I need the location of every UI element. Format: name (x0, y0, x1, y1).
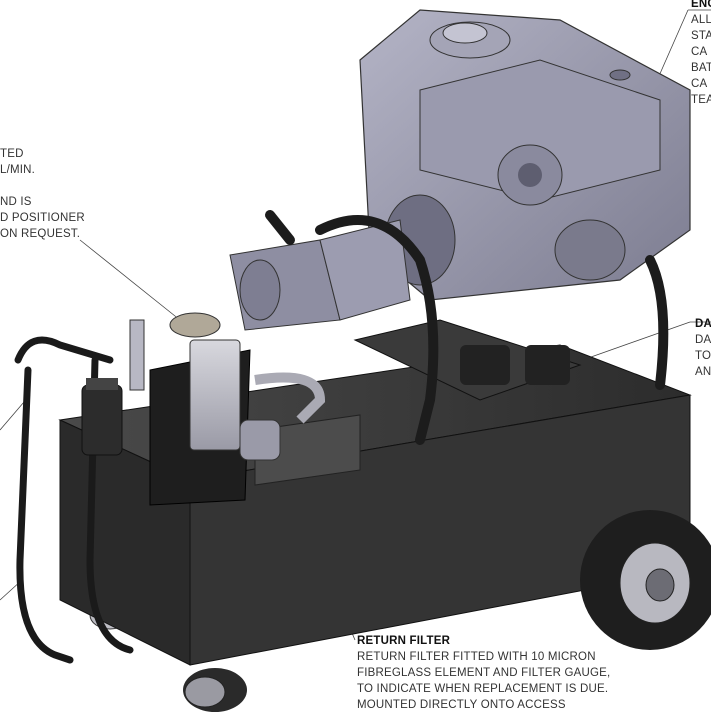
callout-pump: TED L/MIN. ND IS D POSITIONER ON REQUEST… (0, 146, 110, 242)
callout-pump-line: D POSITIONER (0, 212, 85, 224)
callout-engine-line: ALL (691, 14, 711, 26)
callout-engine-line: STA (691, 30, 711, 42)
petrol-engine (359, 9, 691, 301)
hydraulic-pump (229, 219, 411, 331)
callout-return-filter-line: TO INDICATE WHEN REPLACEMENT IS DUE. (357, 683, 609, 695)
callout-damper-line: TO (695, 350, 711, 362)
callout-return-filter: RETURN FILTER RETURN FILTER FITTED WITH … (357, 633, 610, 714)
callout-engine-line: TEA (691, 94, 711, 106)
push-handle (14, 336, 134, 664)
hoses (265, 210, 669, 445)
callout-pump-line: TED (0, 148, 24, 160)
front-wheel (580, 510, 711, 650)
callout-damper-line: DA (695, 334, 711, 346)
callout-engine-line: CA (691, 78, 708, 90)
callout-damper-heading: DA (695, 318, 711, 330)
callout-return-filter-line: FIBREGLASS ELEMENT AND FILTER GAUGE, (357, 667, 611, 679)
callout-return-filter-heading: RETURN FILTER (357, 635, 451, 647)
callout-damper-line: AN (695, 366, 711, 378)
callout-engine-line: CA (691, 46, 708, 58)
callout-pump-line: ND IS (0, 196, 32, 208)
callout-damper: DA DA TO AN (695, 316, 711, 380)
callout-pump-line: ON REQUEST. (0, 228, 81, 240)
callout-engine: ENG ALL STA CA BAT CA TEA (691, 0, 711, 108)
callout-pump-line (0, 178, 110, 194)
callout-pump-line: L/MIN. (0, 164, 36, 176)
callout-return-filter-line: RETURN FILTER FITTED WITH 10 MICRON (357, 651, 596, 663)
engine-mount (353, 319, 582, 401)
callout-engine-line: BAT (691, 62, 711, 74)
callout-engine-heading: ENG (691, 0, 711, 10)
breather-filter (81, 378, 123, 456)
valve-assembly (129, 312, 326, 506)
callout-return-filter-line: MOUNTED DIRECTLY ONTO ACCESS (357, 699, 566, 711)
